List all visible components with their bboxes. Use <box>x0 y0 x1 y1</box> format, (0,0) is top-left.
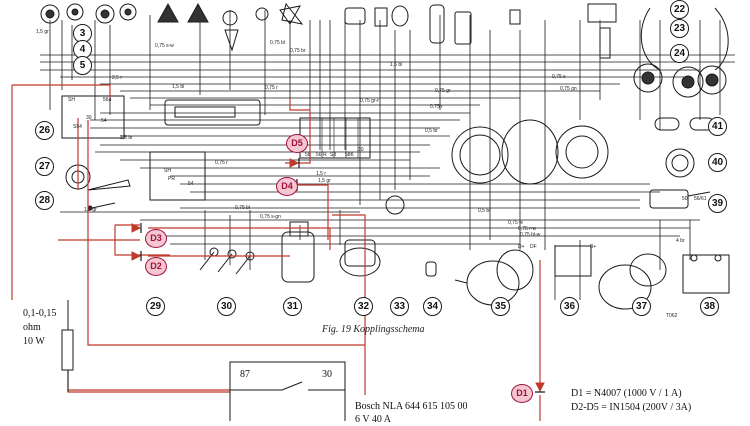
wire-label: 0,5 br <box>425 128 438 134</box>
wire-label: 0,75 r <box>430 104 443 110</box>
terminal-label: T062 <box>666 313 678 319</box>
terminal-label: 30 <box>358 147 364 153</box>
component-number-38: 38 <box>700 297 719 316</box>
terminal-label: S8 <box>330 152 337 158</box>
relay-pin-30: 30 <box>322 369 332 380</box>
terminal-label: 56a <box>103 97 112 103</box>
component-number-22: 22 <box>670 0 689 19</box>
relay-model-label: Bosch NLA 644 615 105 00 <box>355 401 468 412</box>
component-number-28: 28 <box>35 191 54 210</box>
terminal-label: 58 <box>305 152 311 158</box>
resistor-power: 10 W <box>23 336 45 347</box>
diode-spec-d1: D1 = N4007 (1000 V / 1 A) <box>571 388 682 399</box>
component-number-37: 37 <box>632 297 651 316</box>
wire-label: 0,75 bl <box>270 40 286 46</box>
figure-caption: Fig. 19 Kopplingsschema <box>322 324 425 335</box>
terminal-label: 30 <box>86 115 92 121</box>
component-number-26: 26 <box>35 121 54 140</box>
component-number-32: 32 <box>354 297 373 316</box>
relay-rating-label: 6 V 40 A <box>355 414 392 425</box>
terminal-label: SH <box>164 168 171 174</box>
diode-label-d4: D4 <box>276 177 298 196</box>
wire-label: 0,75 w <box>508 220 523 226</box>
wire-label: 0,75 r <box>265 85 278 91</box>
resistor-note: 0,1-0,15 ohm 10 W <box>23 307 56 349</box>
terminal-label: 54 <box>101 118 107 124</box>
terminal-label: 58K <box>345 152 354 158</box>
wire-label: 0,75 bl-w <box>520 232 541 238</box>
terminal-label: 56/61 <box>694 196 707 202</box>
component-number-41: 41 <box>708 117 727 136</box>
terminal-label: 50 <box>682 196 688 202</box>
relay-pin-87: 87 <box>240 369 250 380</box>
wire-label: 0,75 gr-r <box>360 98 379 104</box>
component-number-29: 29 <box>146 297 165 316</box>
wire-label: 1,5 bl <box>390 62 403 68</box>
component-number-30: 30 <box>217 297 236 316</box>
terminal-label: 56 R <box>316 152 327 158</box>
wire-label: 1,5 bl <box>172 84 185 90</box>
wire-label: 0,75 bl <box>235 205 251 211</box>
diode-label-d2: D2 <box>145 257 167 276</box>
wire-label: 0,75 gr <box>435 88 451 94</box>
terminal-label: S54 <box>73 124 82 130</box>
top-components <box>40 2 729 98</box>
terminal-label: D+ <box>518 244 525 250</box>
component-number-33: 33 <box>390 297 409 316</box>
wire-label: 1,5 gr <box>36 29 49 35</box>
terminal-label: 54 <box>188 181 194 187</box>
schematic-wires <box>40 10 735 300</box>
component-number-36: 36 <box>560 297 579 316</box>
component-number-27: 27 <box>35 157 54 176</box>
wire-label: 1,5 gr <box>84 207 97 213</box>
diode-label-d3: D3 <box>145 229 167 248</box>
wire-label: 2,5 r <box>112 75 123 81</box>
terminal-label: SH <box>68 97 75 103</box>
resistor-value: 0,1-0,15 <box>23 308 57 319</box>
component-number-24: 24 <box>670 44 689 63</box>
terminal-label: PR <box>168 176 175 182</box>
component-number-31: 31 <box>283 297 302 316</box>
wire-label: 0,75 gn <box>560 86 577 92</box>
wire-label: 1,5 r <box>316 171 327 177</box>
terminal-label: DF <box>530 244 537 250</box>
wire-label: 4 br <box>676 238 685 244</box>
wire-label: 1,5 br <box>120 135 133 141</box>
wire-label: 0,75 s-gn <box>260 214 281 220</box>
component-number-35: 35 <box>491 297 510 316</box>
component-number-5: 5 <box>73 56 92 75</box>
relay-box <box>229 361 346 426</box>
diode-label-d5: D5 <box>286 134 308 153</box>
wire-label: 0,75 r <box>215 160 228 166</box>
terminal-label: B+ <box>590 244 597 250</box>
wire-label: 0,75 s-w <box>155 43 174 49</box>
component-number-40: 40 <box>708 153 727 172</box>
wire-label: 0,75 s <box>552 74 566 80</box>
wire-label: 0,5 br <box>478 208 491 214</box>
resistor-unit: ohm <box>23 322 41 333</box>
component-number-39: 39 <box>708 194 727 213</box>
diode-spec-d2-d5: D2-D5 = IN1504 (200V / 3A) <box>571 402 692 413</box>
component-number-23: 23 <box>670 19 689 38</box>
wire-label: 1,5 gr <box>318 178 331 184</box>
diode-label-d1: D1 <box>511 384 533 403</box>
component-number-34: 34 <box>423 297 442 316</box>
wire-label: 0,75 r-w <box>518 226 537 232</box>
wire-label: 0,75 br <box>290 48 306 54</box>
